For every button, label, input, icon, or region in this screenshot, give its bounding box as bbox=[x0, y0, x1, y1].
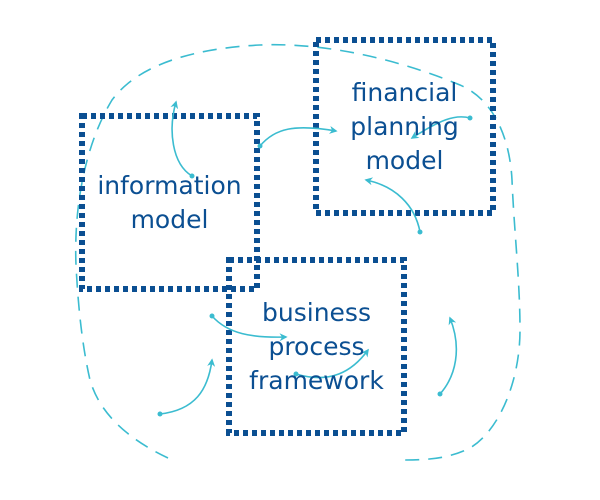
business-process-framework-box bbox=[226, 257, 407, 436]
information-model-box bbox=[79, 113, 260, 292]
arrow-bottom-right bbox=[437, 316, 458, 397]
arrow-bottom-left bbox=[157, 358, 216, 417]
arrow-business-inner bbox=[293, 348, 369, 379]
arrow-info-upward bbox=[170, 100, 195, 179]
arrow-info-to-financial bbox=[257, 125, 338, 149]
enclosing-dashed-outline bbox=[74, 43, 521, 461]
arrow-financial-lower bbox=[364, 177, 423, 235]
arrow-financial-inner bbox=[410, 115, 473, 139]
financial-planning-model-box bbox=[313, 37, 496, 216]
arrow-business-entry bbox=[209, 313, 288, 342]
